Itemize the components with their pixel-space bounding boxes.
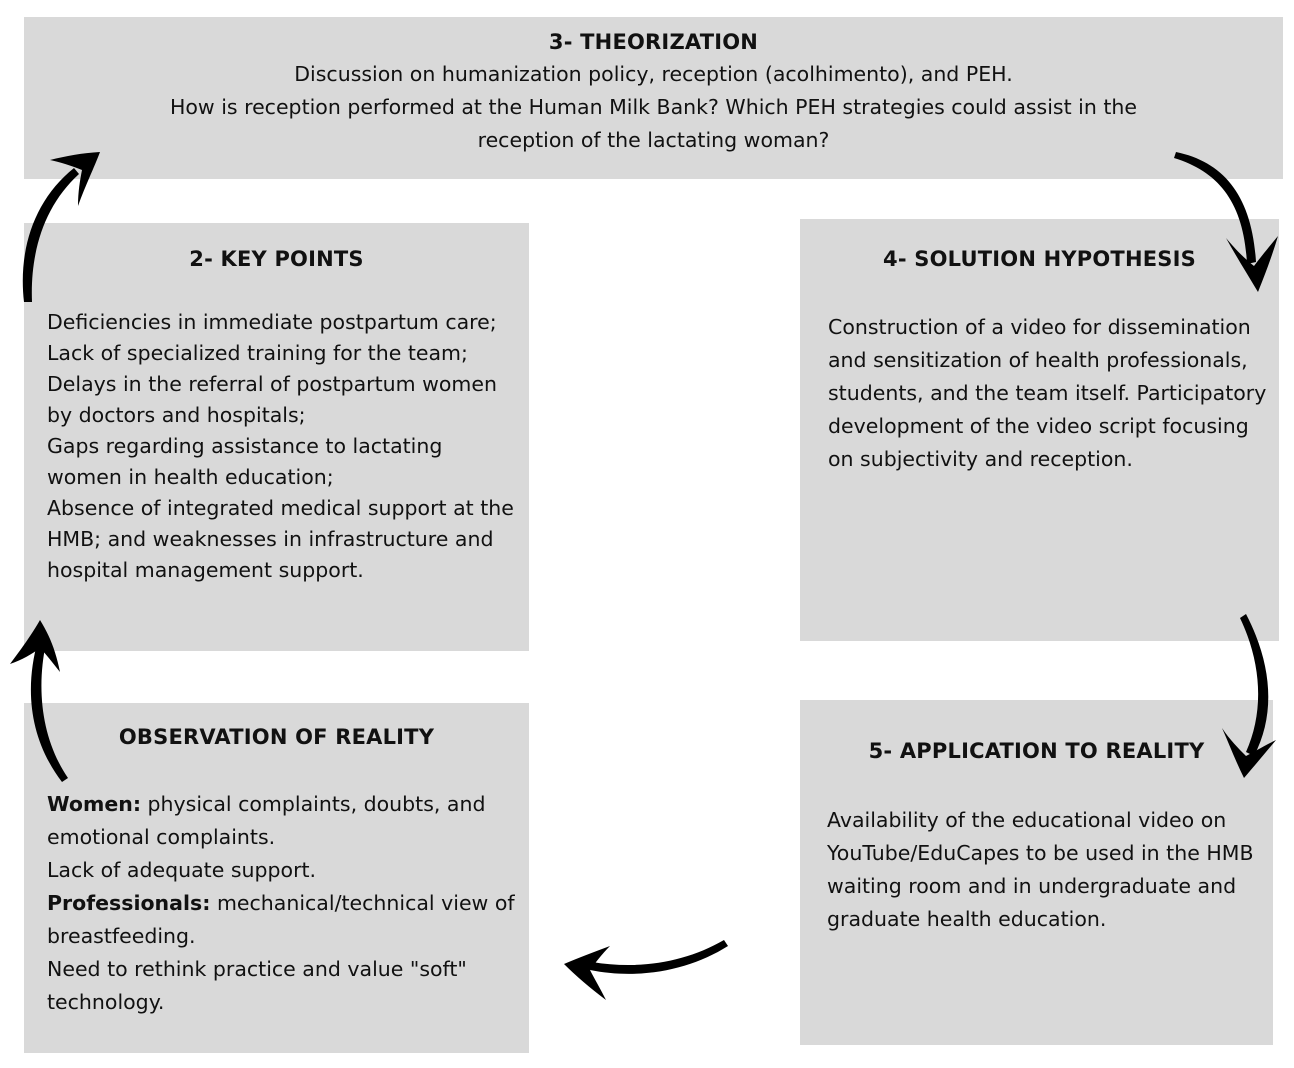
application-text: Availability of the educational video on… [827,808,1254,931]
solution-hypothesis-title: 4- SOLUTION HYPOTHESIS [883,247,1196,271]
observation-women: Women: physical complaints, doubts, and … [47,788,522,854]
arrow-down-right-upper-icon [1174,152,1278,292]
observation-box: OBSERVATION OF REALITY Women: physical c… [24,703,529,1053]
theorization-text: Discussion on humanization policy, recep… [24,58,1283,157]
observation-rethink: Need to rethink practice and value "soft… [47,957,467,1014]
observation-text: Women: physical complaints, doubts, and … [47,788,522,1019]
solution-hypothesis-text: Construction of a video for disseminatio… [828,315,1267,471]
solution-hypothesis-box: 4- SOLUTION HYPOTHESIS Construction of a… [800,219,1279,641]
application-box: 5- APPLICATION TO REALITY Availability o… [800,700,1273,1045]
arrow-up-left-upper-icon [22,152,100,302]
professionals-text: mechanical/technical view of breastfeedi… [47,891,515,948]
key-point-item: Delays in the referral of postpartum wom… [47,372,497,427]
arrow-left-bottom-icon [564,940,728,1000]
key-points-box: 2- KEY POINTS Deficiencies in immediate … [24,223,529,651]
key-point-item: Lack of specialized training for the tea… [47,341,468,365]
key-points-text: Deficiencies in immediate postpartum car… [47,307,522,586]
key-point-item: Gaps regarding assistance to lactating w… [47,434,443,489]
key-point-item: Deficiencies in immediate postpartum car… [47,310,497,334]
observation-title: OBSERVATION OF REALITY [118,725,435,749]
key-point-item: Absence of integrated medical support at… [47,496,514,582]
professionals-label: Professionals: [47,891,211,915]
women-text: physical complaints, doubts, and emotion… [47,792,486,849]
application-title: 5- APPLICATION TO REALITY [868,739,1205,763]
theorization-title: 3- THEORIZATION [548,30,759,54]
theorization-box: 3- THEORIZATION Discussion on humanizati… [24,17,1283,179]
theorization-line: How is reception performed at the Human … [169,95,1138,152]
observation-professionals: Professionals: mechanical/technical view… [47,887,522,953]
key-points-title: 2- KEY POINTS [189,247,364,271]
women-label: Women: [47,792,142,816]
observation-support: Lack of adequate support. [47,858,317,882]
theorization-line: Discussion on humanization policy, recep… [294,62,1013,86]
arrow-up-left-lower-icon [10,620,68,782]
arrow-down-right-lower-icon [1222,614,1276,778]
